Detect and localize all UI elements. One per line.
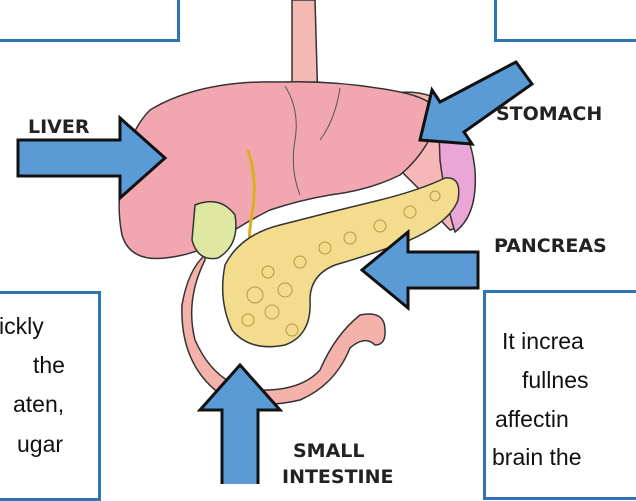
small-intestine-label-line1: SMALL [293,440,365,462]
liver-label: LIVER [28,116,90,138]
stomach-label: STOMACH [496,103,602,125]
small-intestine-label-line2: INTESTINE [282,466,394,488]
pancreas-label: PANCREAS [494,235,607,257]
